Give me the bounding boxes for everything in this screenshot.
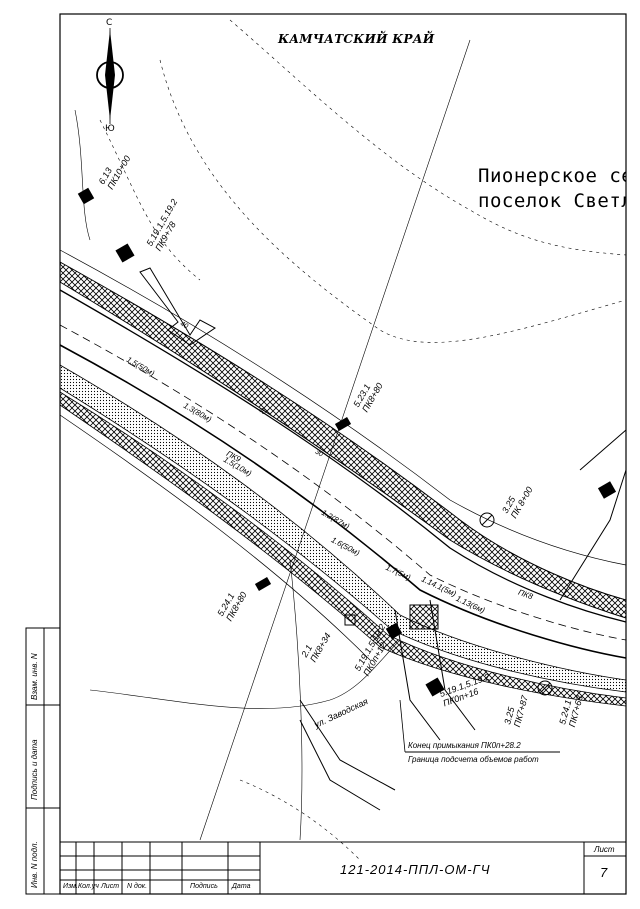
junction bbox=[299, 429, 627, 811]
road bbox=[59, 249, 627, 707]
col-kol-uch: Кол.уч bbox=[78, 883, 99, 890]
side-label-podpis: Подпись и дата bbox=[30, 739, 39, 800]
note-box bbox=[399, 699, 560, 753]
sheet-number: 7 bbox=[600, 865, 608, 880]
compass-north-label: С bbox=[106, 18, 113, 28]
place-names: Пионерское се поселок Светл bbox=[478, 165, 626, 212]
col-list: Лист bbox=[101, 883, 120, 890]
compass-icon bbox=[96, 28, 124, 124]
place-name-1: Пионерское се bbox=[478, 165, 626, 187]
binding-strip bbox=[25, 627, 61, 895]
note-work-boundary: Граница подсчета объемов работ bbox=[408, 755, 539, 764]
round-signs bbox=[344, 512, 553, 696]
place-name-2: поселок Светл bbox=[478, 190, 626, 212]
region-title: КАМЧАТСКИЙ КРАЙ bbox=[278, 32, 435, 46]
side-label-vzam: Взам. инв. N bbox=[30, 653, 39, 700]
boundary-lines bbox=[99, 19, 627, 861]
title-block bbox=[59, 841, 627, 895]
col-izm: Изм. bbox=[63, 883, 78, 890]
note-end-of-junction: Конец примыкания ПК0п+28.2 bbox=[408, 741, 521, 750]
col-n-dok: N док. bbox=[127, 883, 148, 890]
side-label-inv: Инв. N подл. bbox=[30, 841, 39, 888]
col-data: Дата bbox=[232, 883, 251, 890]
direction-arrow bbox=[139, 267, 216, 346]
compass-south-label: Ю bbox=[105, 124, 115, 134]
doc-number: 121-2014-ППЛ-ОМ-ГЧ bbox=[340, 862, 491, 877]
sheet-label: Лист bbox=[594, 845, 615, 854]
sign-markers bbox=[77, 187, 617, 697]
col-podpis: Подпись bbox=[190, 883, 218, 890]
